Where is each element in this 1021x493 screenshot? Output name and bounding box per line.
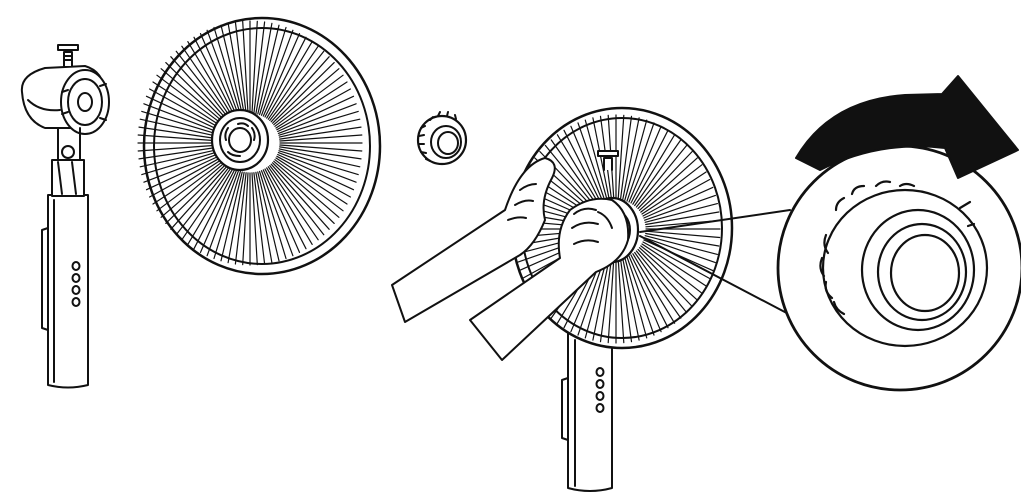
locking-nut-icon xyxy=(418,112,466,164)
hands-tightening-icon xyxy=(392,108,732,491)
fan-grille-icon xyxy=(138,18,380,274)
fan-motor-head-icon xyxy=(22,45,109,388)
